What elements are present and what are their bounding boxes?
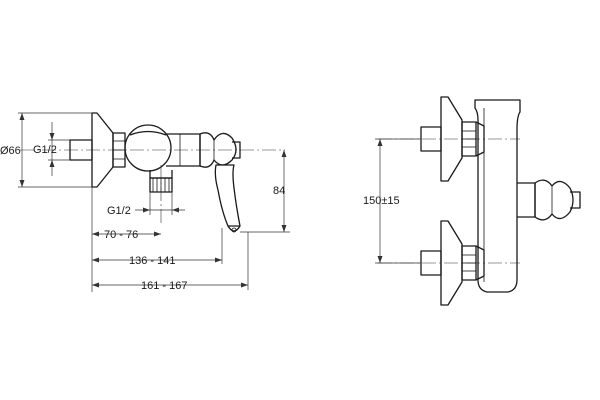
label-thread-bottom: G1/2 xyxy=(107,205,131,217)
lever-handle-knob xyxy=(231,227,237,233)
dim-arrow xyxy=(49,160,55,167)
inlet-pipe xyxy=(69,139,93,161)
dim-arrow xyxy=(92,231,99,237)
dim-arrow xyxy=(19,180,25,187)
lower-connector xyxy=(475,245,485,281)
dim-arrow xyxy=(215,257,222,263)
upper-connector xyxy=(475,121,485,157)
label-diameter: Ø66 xyxy=(0,145,21,157)
hex-nut xyxy=(112,132,126,168)
dim-arrow xyxy=(154,231,161,237)
lever-handle-tip xyxy=(227,225,241,232)
valve-body-highlight xyxy=(129,130,167,136)
dim-arrow xyxy=(281,225,287,232)
dim-arrow xyxy=(172,207,179,213)
dim-arrow xyxy=(143,207,150,213)
label-136-141: 136 - 141 xyxy=(129,255,175,267)
dim-arrow xyxy=(377,139,383,146)
dim-arrow xyxy=(281,150,287,157)
valve-body xyxy=(124,124,172,172)
mixer-body xyxy=(474,99,521,293)
dim-arrow xyxy=(241,282,248,288)
front-view: 150±15 xyxy=(363,96,581,306)
handle-cap xyxy=(199,132,237,168)
label-161-167: 161 - 167 xyxy=(141,280,187,292)
label-84: 84 xyxy=(273,185,285,197)
side-knob xyxy=(534,179,574,221)
handle-cap-end xyxy=(232,141,241,159)
dim-arrow xyxy=(92,282,99,288)
side-view: Ø66 G1/2 G1/2 70 - 76 136 - 141 161 - 16 xyxy=(0,112,290,292)
label-70-76: 70 - 76 xyxy=(104,229,138,241)
side-knob-stem xyxy=(517,182,536,218)
dim-arrow xyxy=(92,257,99,263)
label-150: 150±15 xyxy=(363,195,400,207)
lever-handle xyxy=(214,164,241,227)
label-thread-top: G1/2 xyxy=(33,144,57,156)
dim-arrow xyxy=(377,256,383,263)
dim-arrow xyxy=(49,133,55,140)
dim-arrow xyxy=(19,113,25,120)
side-knob-end xyxy=(570,191,581,209)
